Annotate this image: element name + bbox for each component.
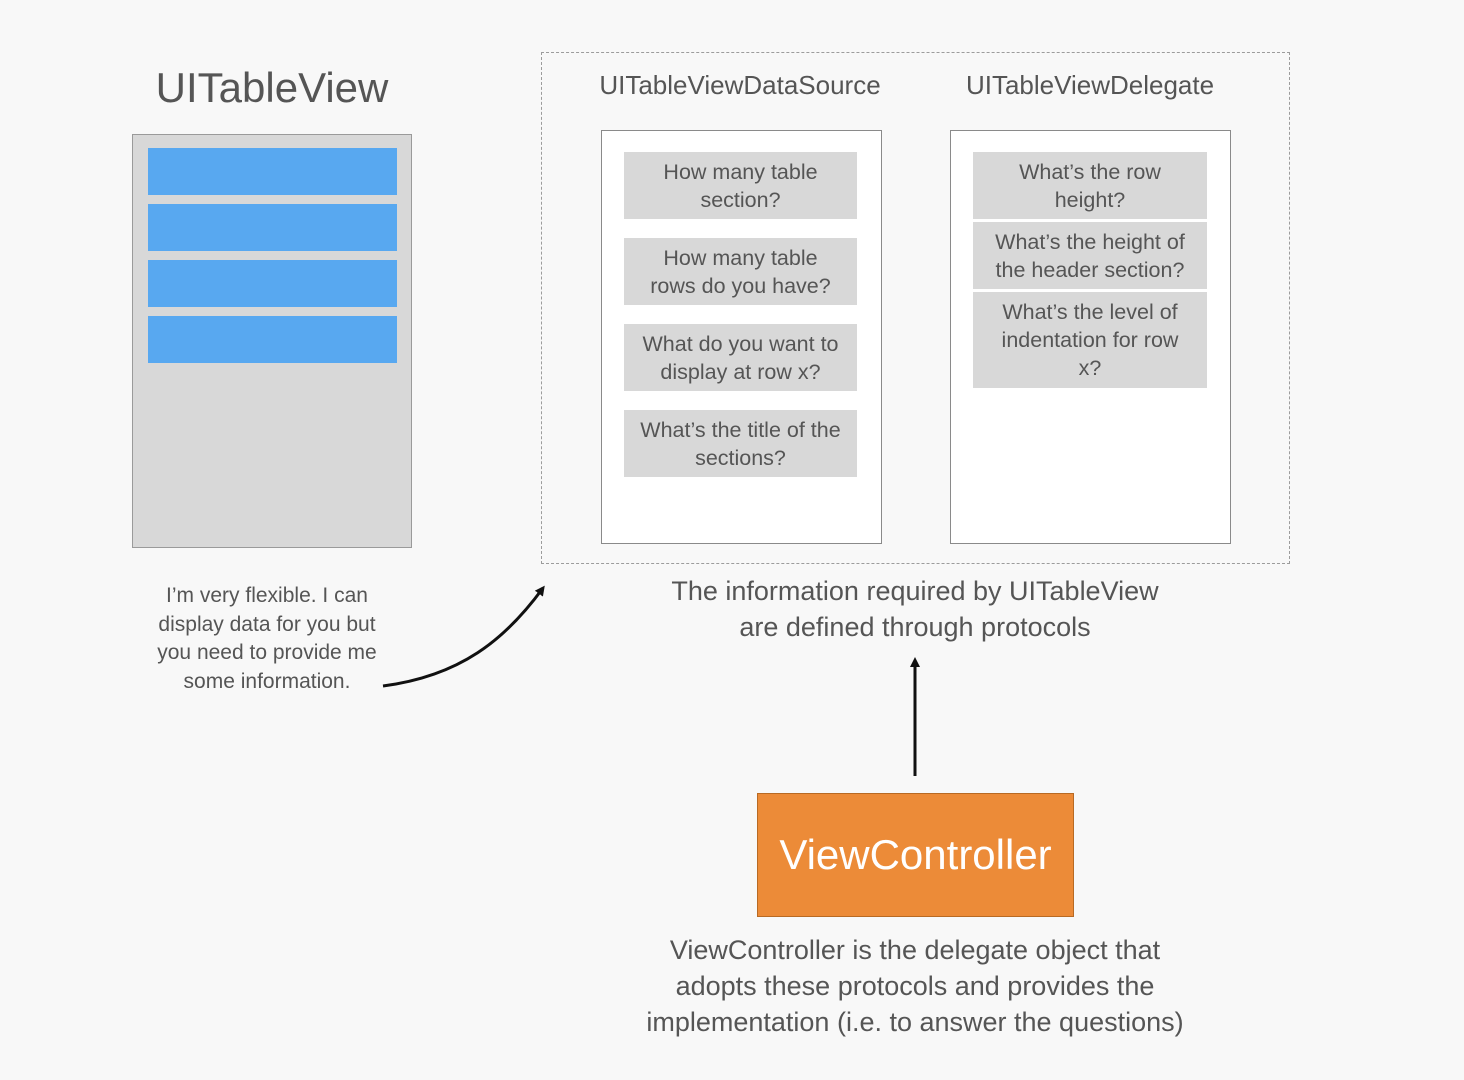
question-line: display at row x?	[660, 359, 821, 384]
viewcontroller-label: ViewController	[779, 831, 1052, 878]
question-line: indentation for row	[1001, 328, 1179, 352]
question-line: What do you want to	[642, 331, 839, 356]
question-line: What’s the height of	[995, 229, 1185, 254]
datasource-question: What’s the title of the sections?	[624, 410, 857, 477]
viewcontroller-box: ViewController	[757, 793, 1074, 917]
delegate-question: What’s the row height?	[973, 152, 1207, 219]
tableview-caption-line: you need to provide me	[157, 641, 377, 664]
question-line: rows do you have?	[650, 273, 831, 298]
question-line: section?	[700, 187, 781, 212]
tableview-caption-line: I’m very flexible. I can	[166, 584, 368, 607]
viewcontroller-caption-line: ViewController is the delegate object th…	[669, 935, 1161, 965]
tableview-row	[148, 316, 397, 363]
tableview-row	[148, 148, 397, 195]
tableview-caption: I’m very flexible. I can display data fo…	[122, 582, 412, 696]
datasource-title: UITableViewDataSource	[599, 70, 881, 100]
datasource-question: How many table section?	[624, 152, 857, 219]
question-line: What’s the row	[1019, 159, 1161, 184]
question-line: x?	[1078, 356, 1102, 380]
question-line: What’s the level of	[1002, 300, 1178, 324]
protocols-caption-line: The information required by UITableView	[671, 576, 1159, 606]
datasource-question: What do you want to display at row x?	[624, 324, 857, 391]
viewcontroller-caption-line: adopts these protocols and provides the	[675, 971, 1155, 1001]
tableview-title: UITableView	[155, 64, 389, 111]
protocols-frame	[541, 52, 1290, 564]
delegate-question: What’s the level of indentation for row …	[973, 292, 1207, 388]
delegate-question: What’s the height of the header section?	[973, 222, 1207, 289]
viewcontroller-caption: ViewController is the delegate object th…	[600, 932, 1230, 1040]
question-line: How many table	[663, 245, 818, 270]
question-line: sections?	[695, 445, 786, 470]
tableview-caption-line: some information.	[183, 669, 351, 693]
tableview-caption-line: display data for you but	[158, 612, 376, 636]
protocols-caption-line: are defined through protocols	[739, 612, 1091, 642]
protocols-caption: The information required by UITableView …	[600, 573, 1230, 645]
tableview-row	[148, 260, 397, 307]
delegate-title: UITableViewDelegate	[965, 70, 1215, 100]
tableview-row	[148, 204, 397, 251]
question-line: How many table	[663, 159, 818, 184]
caption-to-protocols-arrow	[382, 585, 545, 688]
viewcontroller-caption-line: implementation (i.e. to answer the quest…	[646, 1007, 1184, 1037]
question-line: height?	[1054, 187, 1126, 212]
tableview-mock	[132, 134, 412, 548]
question-line: the header section?	[995, 257, 1185, 282]
question-line: What’s the title of the	[640, 417, 841, 442]
datasource-question: How many table rows do you have?	[624, 238, 857, 305]
